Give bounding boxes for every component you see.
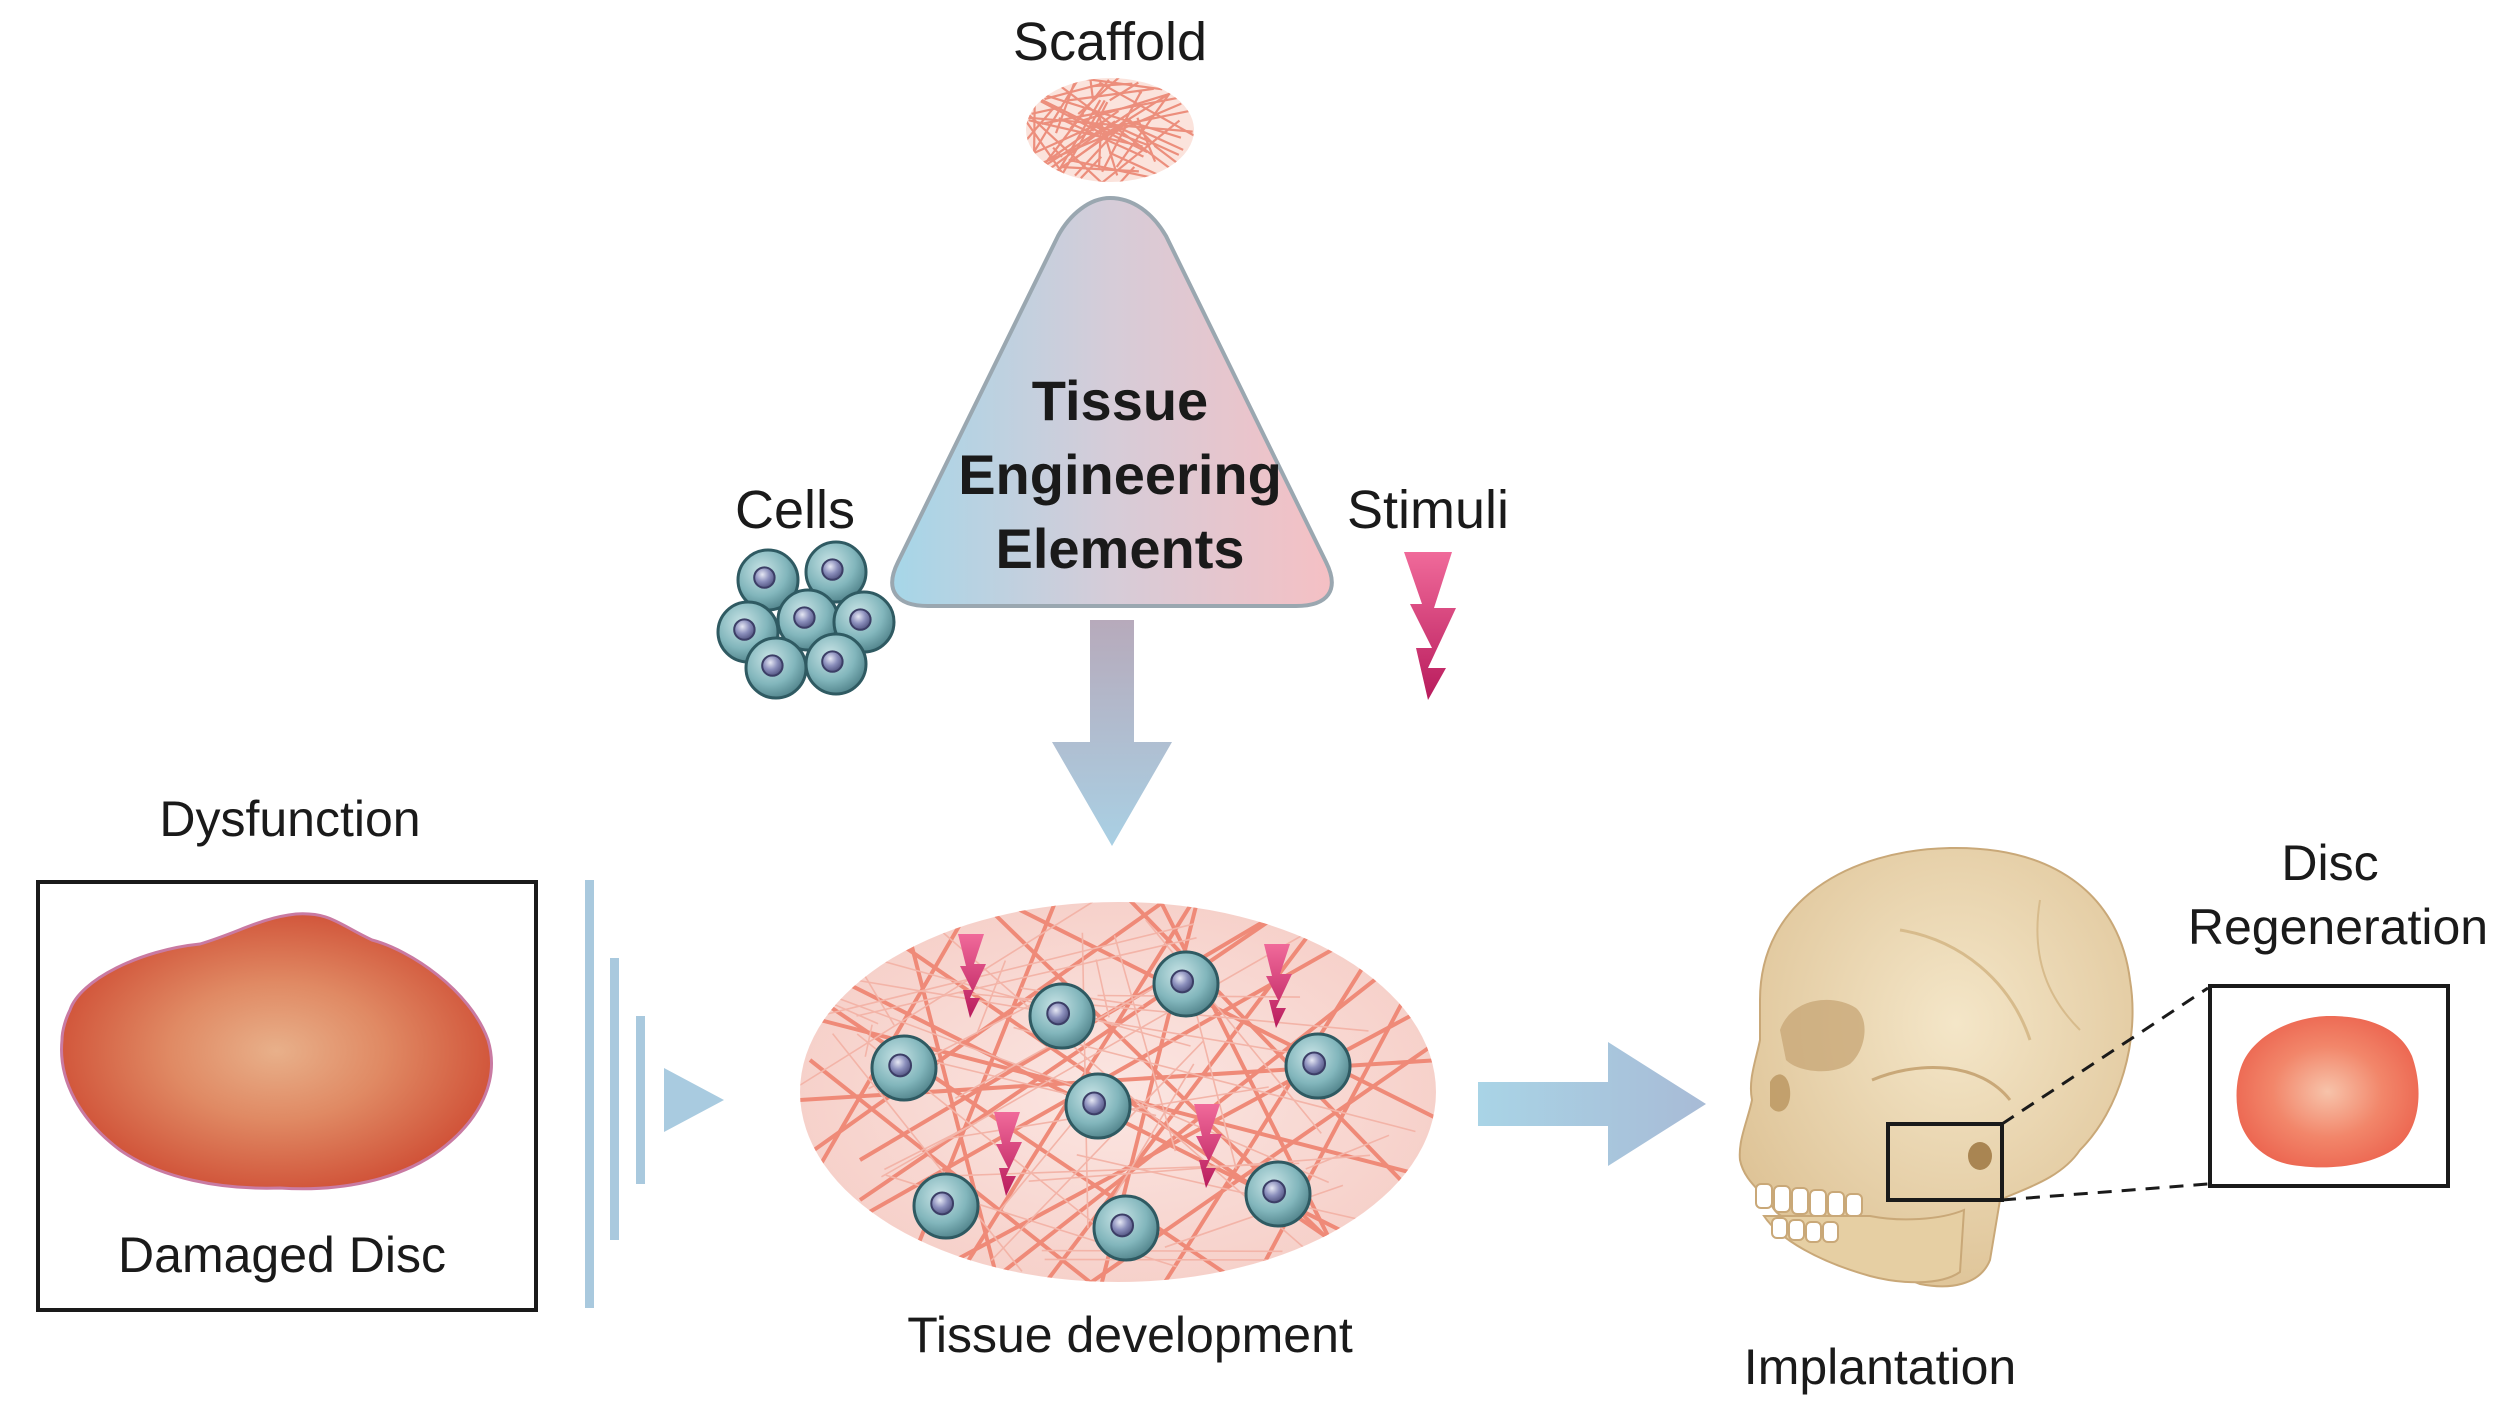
- tissue-cell: [1028, 982, 1096, 1050]
- implant-arrow: [1478, 1042, 1706, 1166]
- damaged-disc-icon: [60, 912, 493, 1191]
- tmj-highlight-box: [1886, 1122, 2004, 1202]
- triangle-title-line1: Tissue: [1032, 369, 1208, 432]
- tissue-cell: [1244, 1160, 1312, 1228]
- cells-label: Cells: [735, 480, 855, 540]
- stimulus-bolt-icon: [1264, 944, 1292, 1028]
- stimulus-bolt-icon: [958, 934, 986, 1018]
- tissue-cell: [870, 1034, 938, 1102]
- dysfunction-label: Dysfunction: [159, 791, 420, 847]
- stimulus-bolt-icon: [994, 1112, 1022, 1196]
- disc-regeneration-line2: Regeneration: [2188, 899, 2488, 955]
- stimulus-bolt-icon: [1194, 1104, 1222, 1188]
- scaffold-label: Scaffold: [1013, 12, 1207, 72]
- tissue-engineering-triangle: Tissue Engineering Elements: [890, 195, 1334, 608]
- skull-icon: [1738, 846, 2134, 1288]
- small-right-arrow: [664, 1068, 724, 1132]
- cell: [744, 636, 808, 700]
- cell: [804, 540, 868, 604]
- tissue-cell: [912, 1172, 980, 1240]
- zoom-connectors: [2001, 986, 2209, 1202]
- cell: [804, 632, 868, 696]
- disc-regeneration-line1: Disc: [2281, 835, 2378, 891]
- regenerated-disc-icon: [2236, 1016, 2419, 1168]
- tissue-construct: [800, 902, 1436, 1282]
- tissue-development-label: Tissue development: [907, 1307, 1353, 1363]
- tissue-cell: [1092, 1194, 1160, 1262]
- tissue-cell: [1064, 1072, 1132, 1140]
- triangle-title-line3: Elements: [996, 517, 1245, 580]
- tissue-cell: [1284, 1032, 1352, 1100]
- down-arrow: [1052, 620, 1172, 846]
- damaged-disc-label: Damaged Disc: [118, 1227, 446, 1283]
- stimuli-label: Stimuli: [1347, 480, 1509, 540]
- scaffold-mesh: [1026, 78, 1194, 182]
- transition-bars: [585, 880, 645, 1308]
- tissue-cell: [1152, 950, 1220, 1018]
- implantation-label: Implantation: [1744, 1339, 2016, 1395]
- cell-cluster: [716, 540, 896, 700]
- stimuli-bolt-icon: [1404, 552, 1456, 700]
- triangle-title-line2: Engineering: [958, 443, 1282, 506]
